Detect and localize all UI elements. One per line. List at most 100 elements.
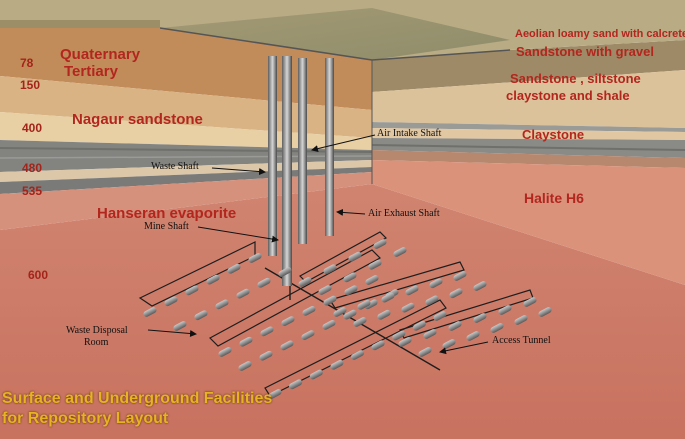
waste-canister	[368, 259, 382, 270]
waste-canister	[538, 307, 552, 317]
waste-canister	[514, 315, 528, 325]
callout-mine-shaft: Mine Shaft	[144, 221, 189, 232]
waste-canister	[371, 340, 385, 351]
waste-canister	[365, 275, 379, 285]
waste-canister	[143, 307, 157, 317]
waste-canister	[381, 292, 395, 303]
waste-canister	[323, 295, 337, 306]
stratum-nagaur-sandstone: Nagaur sandstone	[72, 111, 203, 128]
stratum-claystone-shale: claystone and shale	[506, 88, 630, 103]
right-wall	[371, 40, 685, 285]
stratum-aeolian-sand: Aeolian loamy sand with calcrete	[515, 28, 685, 40]
waste-canister	[259, 350, 273, 361]
waste-canister	[466, 331, 480, 341]
waste-canister	[448, 321, 462, 331]
diagram-caption: Surface and Underground Facilities for R…	[2, 389, 272, 429]
waste-canister	[442, 339, 456, 349]
stratum-sandstone-siltstone: Sandstone , siltstone	[510, 71, 641, 86]
waste-canister	[412, 320, 426, 331]
waste-canister	[281, 316, 295, 326]
waste-canister	[239, 336, 253, 347]
waste-canister	[498, 305, 512, 315]
waste-canister	[343, 272, 357, 283]
waste-canister	[350, 350, 365, 360]
waste-canister	[333, 307, 347, 317]
waste-canister	[523, 297, 537, 307]
waste-canister	[377, 309, 391, 320]
caption-line-2: for Repository Layout	[2, 410, 169, 427]
waste-canister	[248, 253, 262, 263]
waste-canister	[218, 347, 232, 357]
waste-canister	[173, 321, 187, 331]
waste-canister	[318, 285, 332, 295]
depth-label: 535	[22, 184, 43, 198]
depth-label: 150	[20, 78, 41, 92]
waste-canister	[344, 285, 358, 296]
waste-canister	[298, 277, 312, 287]
waste-canister	[260, 326, 274, 337]
mine-shaft	[282, 56, 292, 286]
waste-canister	[373, 239, 387, 249]
air-exhaust-shaft	[325, 58, 334, 236]
canister-rows	[143, 239, 552, 399]
waste-canister	[289, 379, 303, 390]
depth-label: 78	[20, 56, 34, 70]
stratum-halite: Halite H6	[524, 190, 584, 206]
waste-canister	[301, 330, 315, 340]
callout-air-intake-shaft: Air Intake Shaft	[377, 128, 442, 139]
waste-canister	[206, 274, 220, 285]
waste-canister	[185, 285, 199, 296]
callout-air-exhaust-shaft: Air Exhaust Shaft	[368, 208, 440, 219]
callout-waste-disposal-room: Waste Disposal	[66, 325, 128, 336]
waste-canister	[393, 247, 407, 257]
waste-canister	[330, 359, 344, 370]
callout-waste-disposal-room-line2: Room	[84, 337, 109, 348]
waste-canister	[238, 361, 252, 371]
waste-canister	[353, 317, 367, 327]
waste-canister	[405, 285, 419, 296]
waste-canister	[302, 306, 316, 316]
waste-canister	[236, 288, 250, 299]
waste-canister	[401, 302, 415, 313]
waste-canister	[490, 323, 504, 333]
waste-canister	[418, 347, 432, 357]
waste-canister	[278, 267, 292, 277]
waste-canister	[425, 295, 439, 306]
waste-canister	[357, 299, 371, 310]
waste-canister	[309, 369, 323, 380]
waste-canister	[194, 310, 208, 321]
stratum-quaternary: Quaternary	[60, 46, 141, 63]
waste-canister	[433, 311, 447, 321]
waste-canister	[429, 278, 443, 289]
caption-line-1: Surface and Underground Facilities	[2, 390, 273, 407]
callout-waste-shaft: Waste Shaft	[151, 161, 199, 172]
waste-canister	[343, 309, 357, 320]
air-intake-shaft	[298, 58, 307, 244]
stratum-sandstone-gravel: Sandstone with gravel	[516, 44, 654, 59]
waste-canister	[323, 264, 337, 275]
waste-shaft	[268, 56, 277, 256]
waste-canister	[215, 299, 229, 310]
waste-canister	[348, 251, 362, 262]
waste-canister	[453, 271, 467, 281]
waste-canister	[227, 263, 241, 274]
waste-canister	[268, 389, 282, 399]
depth-label: 600	[28, 268, 49, 282]
stratum-hanseran-evaporite: Hanseran evaporite	[97, 205, 237, 222]
waste-canister	[392, 330, 406, 341]
waste-canister	[322, 320, 336, 330]
ground-surface	[0, 0, 685, 184]
waste-canister	[398, 337, 412, 347]
shafts	[268, 56, 334, 286]
stratum-claystone: Claystone	[522, 127, 585, 142]
stratum-tertiary: Tertiary	[64, 63, 118, 80]
waste-canister	[473, 313, 487, 323]
waste-canister	[449, 288, 463, 299]
waste-canister	[280, 340, 294, 351]
waste-canister	[423, 329, 437, 339]
depth-label: 480	[22, 161, 43, 175]
waste-canister	[257, 277, 271, 288]
waste-canister	[473, 281, 487, 291]
